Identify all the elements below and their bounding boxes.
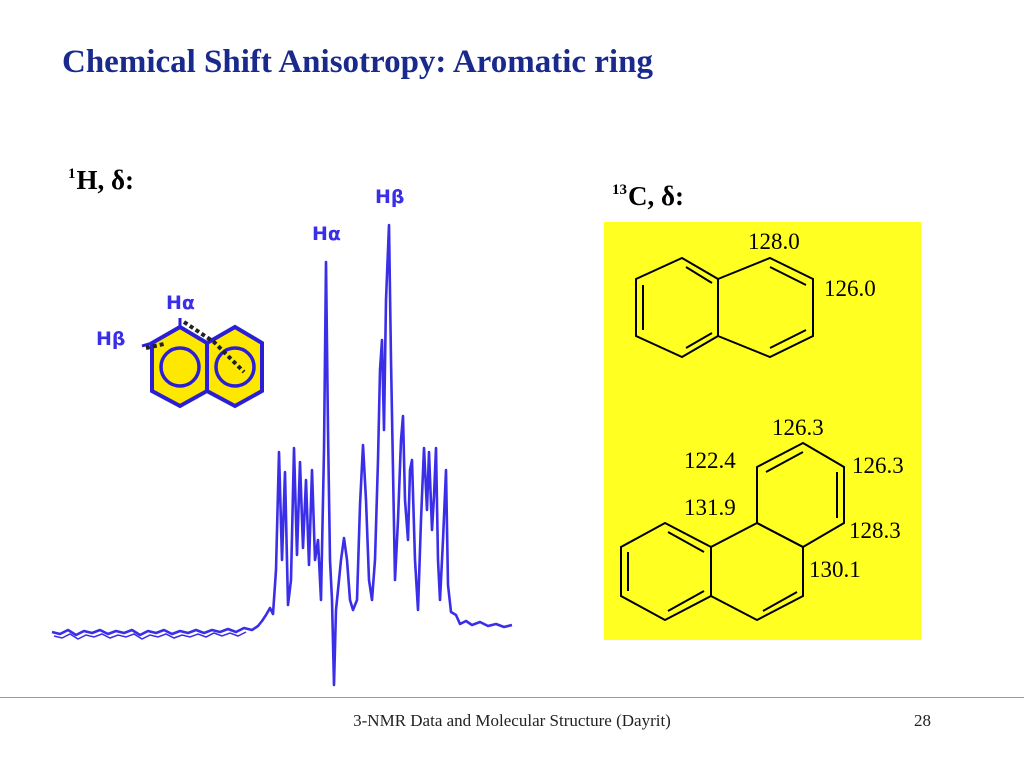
- spectrum-trace: [51, 223, 513, 687]
- phenanthrene-shift-c2: 126.3: [852, 453, 904, 478]
- spectrum-peak-label-h-alpha: Hα: [312, 223, 341, 245]
- nmr-spectrum: Hα Hβ: [51, 186, 513, 687]
- proton-isotope-number: 1: [68, 166, 76, 182]
- spectrum-peak-label-h-beta: Hβ: [375, 186, 405, 208]
- phenanthrene-double-bond-6: [667, 590, 705, 612]
- inset-aromatic-circle-left: [159, 346, 201, 388]
- inset-bond-h-beta: [141, 341, 153, 348]
- inset-aromatic-circle-right: [214, 346, 256, 388]
- naphthalene-structure: [635, 256, 814, 359]
- c13-panel: 128.0 126.0 126.3 122.4 126.3 131.9 128.…: [604, 222, 921, 640]
- naphthalene-double-bond-1: [685, 266, 713, 284]
- naphthalene-shift-beta: 126.0: [824, 276, 876, 301]
- naphthalene-double-bond-4: [769, 266, 807, 286]
- page-number: 28: [914, 711, 931, 730]
- proton-label: 1H, δ:: [68, 165, 134, 196]
- carbon-isotope-number: 13: [612, 182, 627, 198]
- phenanthrene-shift-c10a: 130.1: [809, 557, 861, 582]
- footer-divider: [0, 697, 1024, 698]
- naphthalene-shift-alpha: 128.0: [748, 229, 800, 254]
- phenanthrene-structure: [620, 441, 845, 622]
- footer-caption: 3-NMR Data and Molecular Structure (Dayr…: [353, 711, 671, 730]
- inset-dashed-line-beta: [145, 342, 165, 350]
- proton-label-text: H, δ:: [76, 165, 135, 195]
- spectrum-baseline-noise: [53, 631, 247, 640]
- phenanthrene-double-bond-3: [762, 591, 798, 612]
- phenanthrene-shift-c1: 128.3: [849, 518, 901, 543]
- c13-panel-background: [604, 222, 921, 640]
- phenanthrene-double-bond-1: [765, 451, 804, 473]
- phenanthrene-shift-c3: 126.3: [772, 415, 824, 440]
- naphthalene-double-bond-5: [769, 329, 807, 349]
- inset-label-h-beta: Hβ: [96, 328, 126, 350]
- carbon-label-text: C, δ:: [628, 181, 685, 211]
- naphthalene-double-bond-3: [685, 332, 713, 349]
- naphthalene-inset: Hα Hβ: [96, 292, 264, 409]
- naphthalene-ring-right: [717, 256, 814, 359]
- phenanthrene-shift-c4a: 131.9: [684, 495, 736, 520]
- carbon-label: 13C, δ:: [612, 181, 684, 212]
- phenanthrene-double-bond-4: [667, 531, 705, 553]
- inset-label-h-alpha: Hα: [166, 292, 195, 314]
- slide-title: Chemical Shift Anisotropy: Aromatic ring: [62, 44, 653, 80]
- phenanthrene-ring-left: [620, 521, 712, 622]
- phenanthrene-shift-c4: 122.4: [684, 448, 736, 473]
- inset-dashed-line-alpha: [182, 320, 246, 374]
